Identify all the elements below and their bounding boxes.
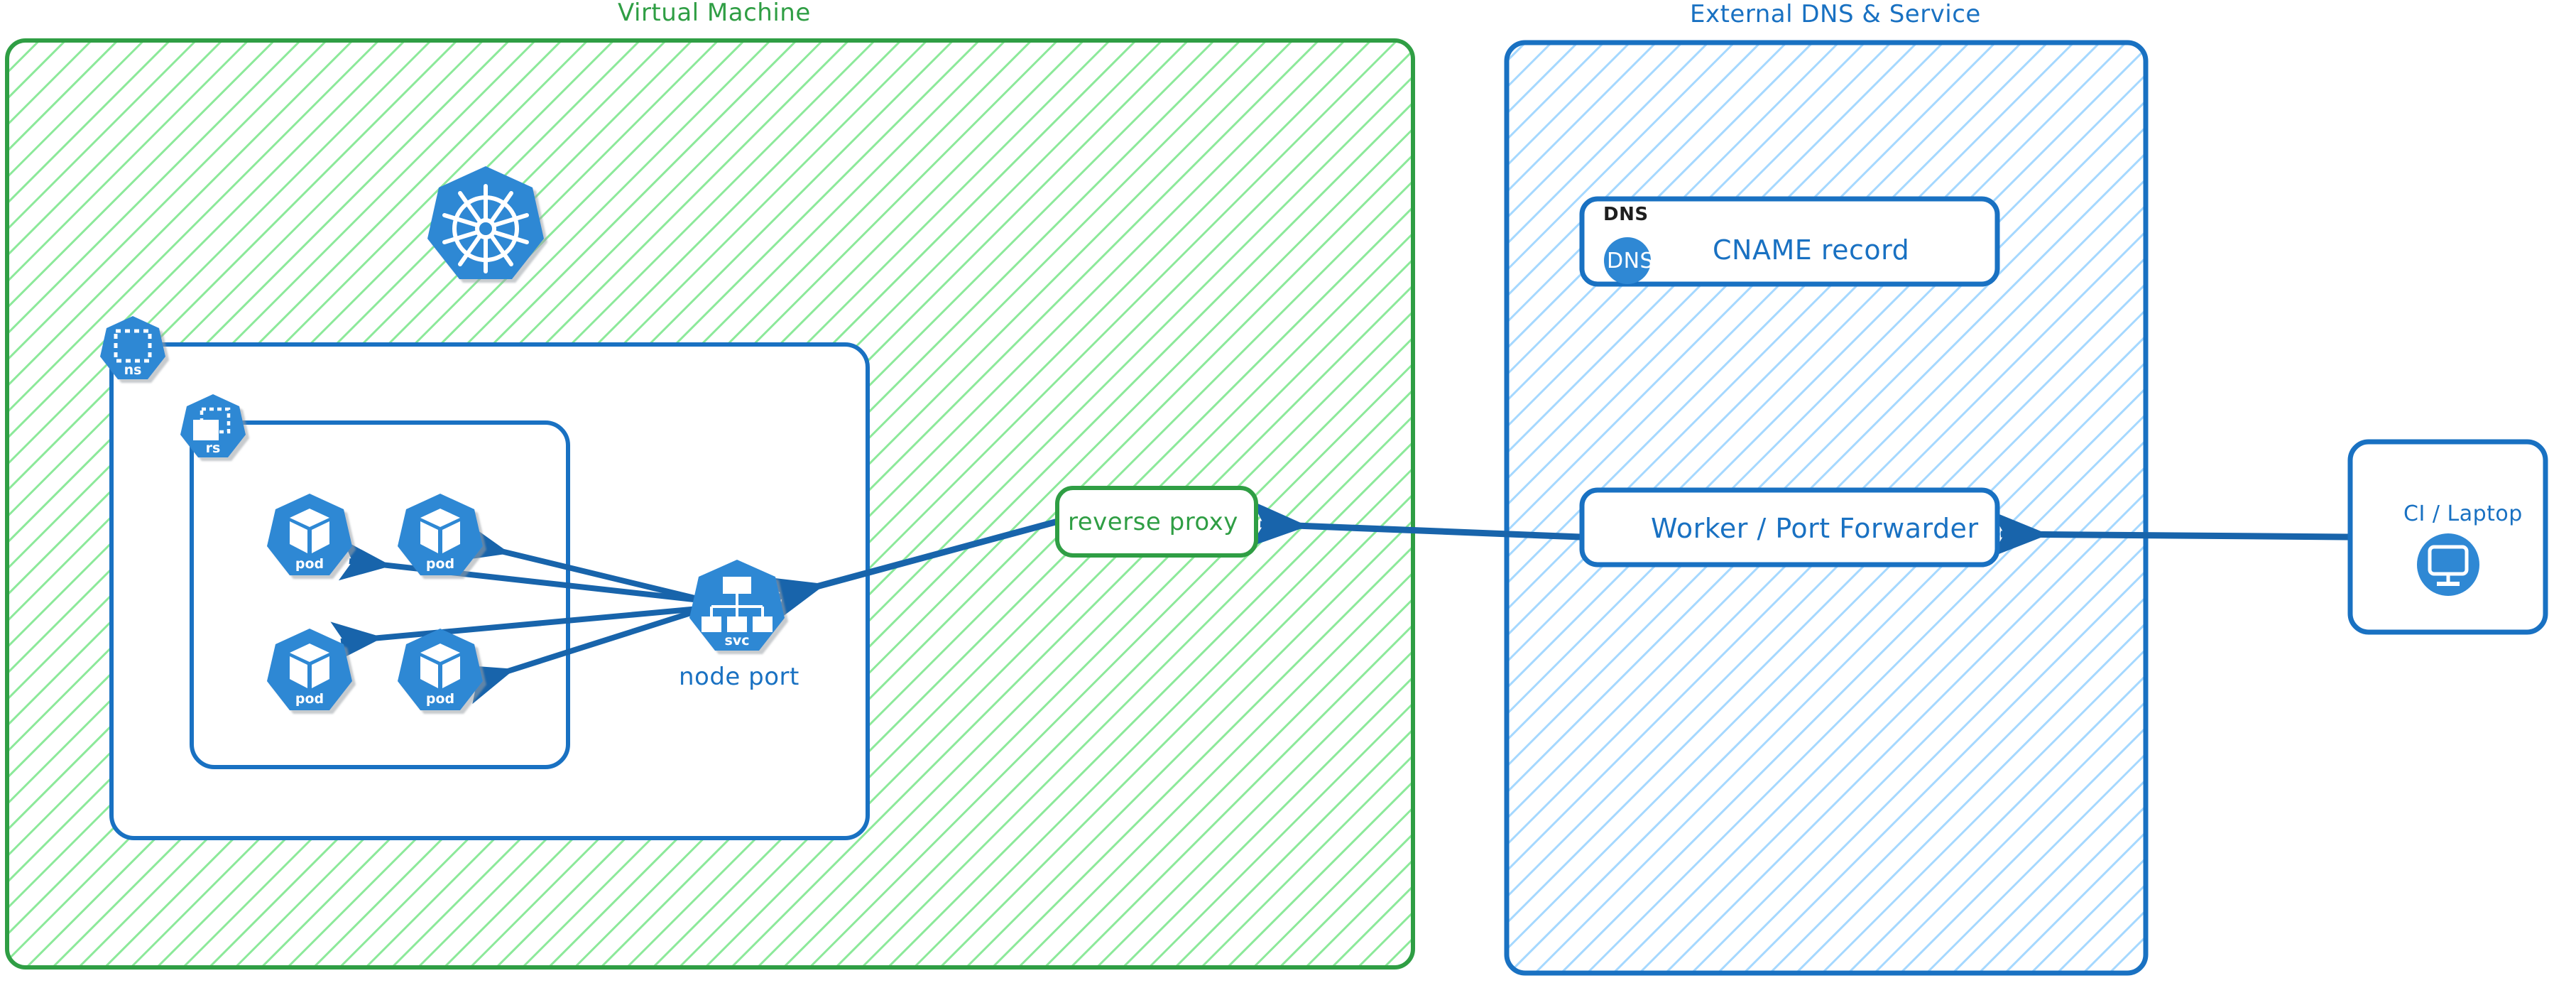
reverse-proxy-to-svc-arrow xyxy=(764,518,1059,621)
service-node[interactable]: svc xyxy=(689,560,785,651)
namespace-dashed-square xyxy=(114,329,152,363)
pod-label: pod xyxy=(295,691,324,707)
pod-2[interactable]: pod xyxy=(398,494,483,575)
svc-to-pod-3-arrow xyxy=(330,605,707,663)
monitor-circle-icon xyxy=(2417,533,2479,596)
kubernetes-logo[interactable] xyxy=(427,166,544,279)
worker-to-reverse-proxy-arrow xyxy=(1250,501,1581,547)
worker-port-forwarder-box[interactable] xyxy=(1579,487,2000,567)
pod-cube-icon xyxy=(290,509,329,553)
kubernetes-heptagon xyxy=(427,166,544,279)
dns-record-label: CNAME record xyxy=(1713,234,1910,266)
worker-port-forwarder-label: Worker / Port Forwarder xyxy=(1651,513,1979,544)
dns-record-box[interactable] xyxy=(1579,196,2000,287)
kubernetes-wheel-icon xyxy=(442,184,529,273)
namespace-badge[interactable]: ns xyxy=(100,316,165,379)
pod-heptagon xyxy=(267,629,352,710)
pod-cube-icon xyxy=(420,643,460,688)
virtual-machine-title: Virtual Machine xyxy=(618,0,811,27)
pod-cube-icon xyxy=(420,509,460,553)
reverse-proxy-label: reverse proxy xyxy=(1068,508,1238,536)
reverse-proxy-box[interactable] xyxy=(1055,486,1258,558)
service-label: svc xyxy=(725,633,750,648)
pod-4[interactable]: pod xyxy=(398,629,483,710)
container-replicaset xyxy=(190,420,570,769)
pod-cube-icon xyxy=(290,643,329,688)
ci-laptop-to-worker-arrow xyxy=(1991,511,2349,558)
dns-circle-icon xyxy=(1604,237,1651,284)
virtual-machine-border xyxy=(5,38,1415,970)
namespace-badge-label: ns xyxy=(124,362,142,378)
pod-heptagon xyxy=(267,494,352,575)
dns-record-sub-label: DNS xyxy=(1603,204,1649,225)
svc-to-pod-2-arrow xyxy=(455,521,707,604)
replicaset-solid-rect xyxy=(193,420,219,440)
replicaset-badge-label: rs xyxy=(206,440,221,456)
pod-label: pod xyxy=(295,556,324,572)
node-port-label: node port xyxy=(679,663,799,691)
replicaset-box xyxy=(190,420,570,769)
external-dns-border xyxy=(1504,40,2149,976)
pod-label: pod xyxy=(426,556,454,572)
pod-3[interactable]: pod xyxy=(267,629,352,710)
pod-label: pod xyxy=(426,691,454,707)
external-dns-service-title: External DNS & Service xyxy=(1690,0,1981,28)
ci-laptop-label: CI / Laptop xyxy=(2403,501,2523,526)
connections-svc-to-pods xyxy=(330,521,708,705)
svc-to-pod-4-arrow xyxy=(459,605,708,705)
replicaset-badge[interactable]: rs xyxy=(180,394,246,457)
service-tree-icon xyxy=(702,577,773,632)
dns-badge-text: DNS xyxy=(1607,249,1654,273)
svc-to-pod-1-arrow xyxy=(338,540,707,604)
pod-heptagon xyxy=(398,629,483,710)
pod-heptagon xyxy=(398,494,483,575)
pod-1[interactable]: pod xyxy=(267,494,352,575)
